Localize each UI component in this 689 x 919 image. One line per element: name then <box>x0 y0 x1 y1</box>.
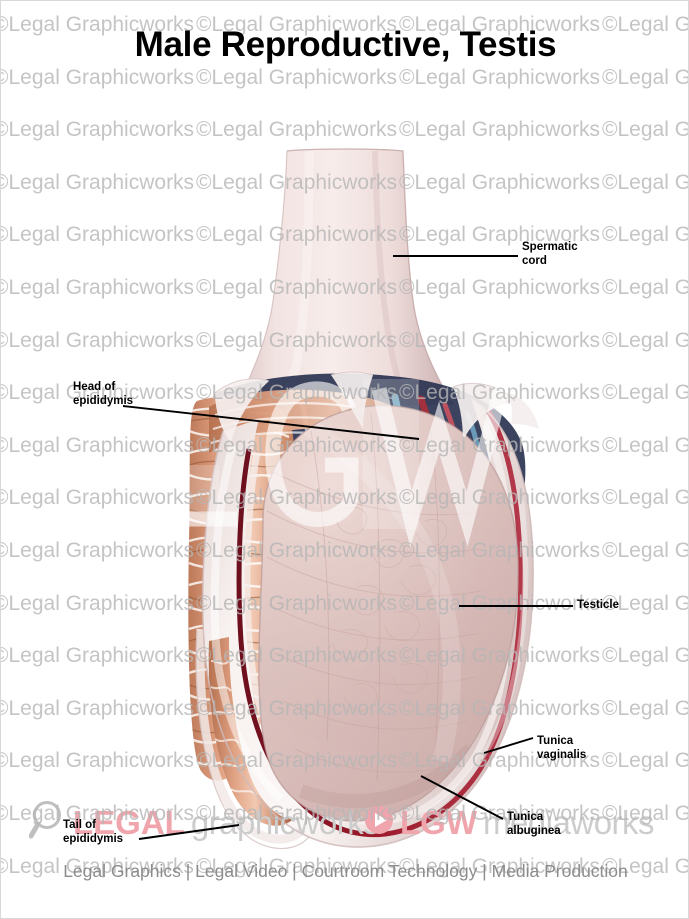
label-tunica-vaginalis: Tunica vaginalis <box>537 735 587 761</box>
label-tunica-albuginea: Tunica albuginea <box>507 811 561 837</box>
footer-services-line: Legal Graphics | Legal Video | Courtroom… <box>63 861 628 881</box>
logo-left-word2: graphicworks <box>190 803 380 841</box>
legal-graphicworks-logo[interactable]: LEGAL graphicworks <box>28 799 380 846</box>
play-circle-icon <box>363 804 395 841</box>
logo-right-word1: LGW <box>400 803 477 841</box>
label-tail-of-epididymis: Tail of epididymis <box>63 819 124 845</box>
magnifier-icon <box>28 799 69 846</box>
label-testicle: Testicle <box>577 599 619 611</box>
lgw-mediaworks-logo[interactable]: LGW mediaworks <box>363 799 655 845</box>
tunica-albuginea-layer <box>236 407 524 838</box>
label-head-of-epididymis: Head of epididymis <box>73 381 134 407</box>
logo-right-word2: mediaworks <box>482 803 655 841</box>
spermatic-cord-structure <box>236 148 454 409</box>
epididymis-tail <box>195 628 310 850</box>
label-spermatic-cord: Spermatic cord <box>522 241 578 267</box>
